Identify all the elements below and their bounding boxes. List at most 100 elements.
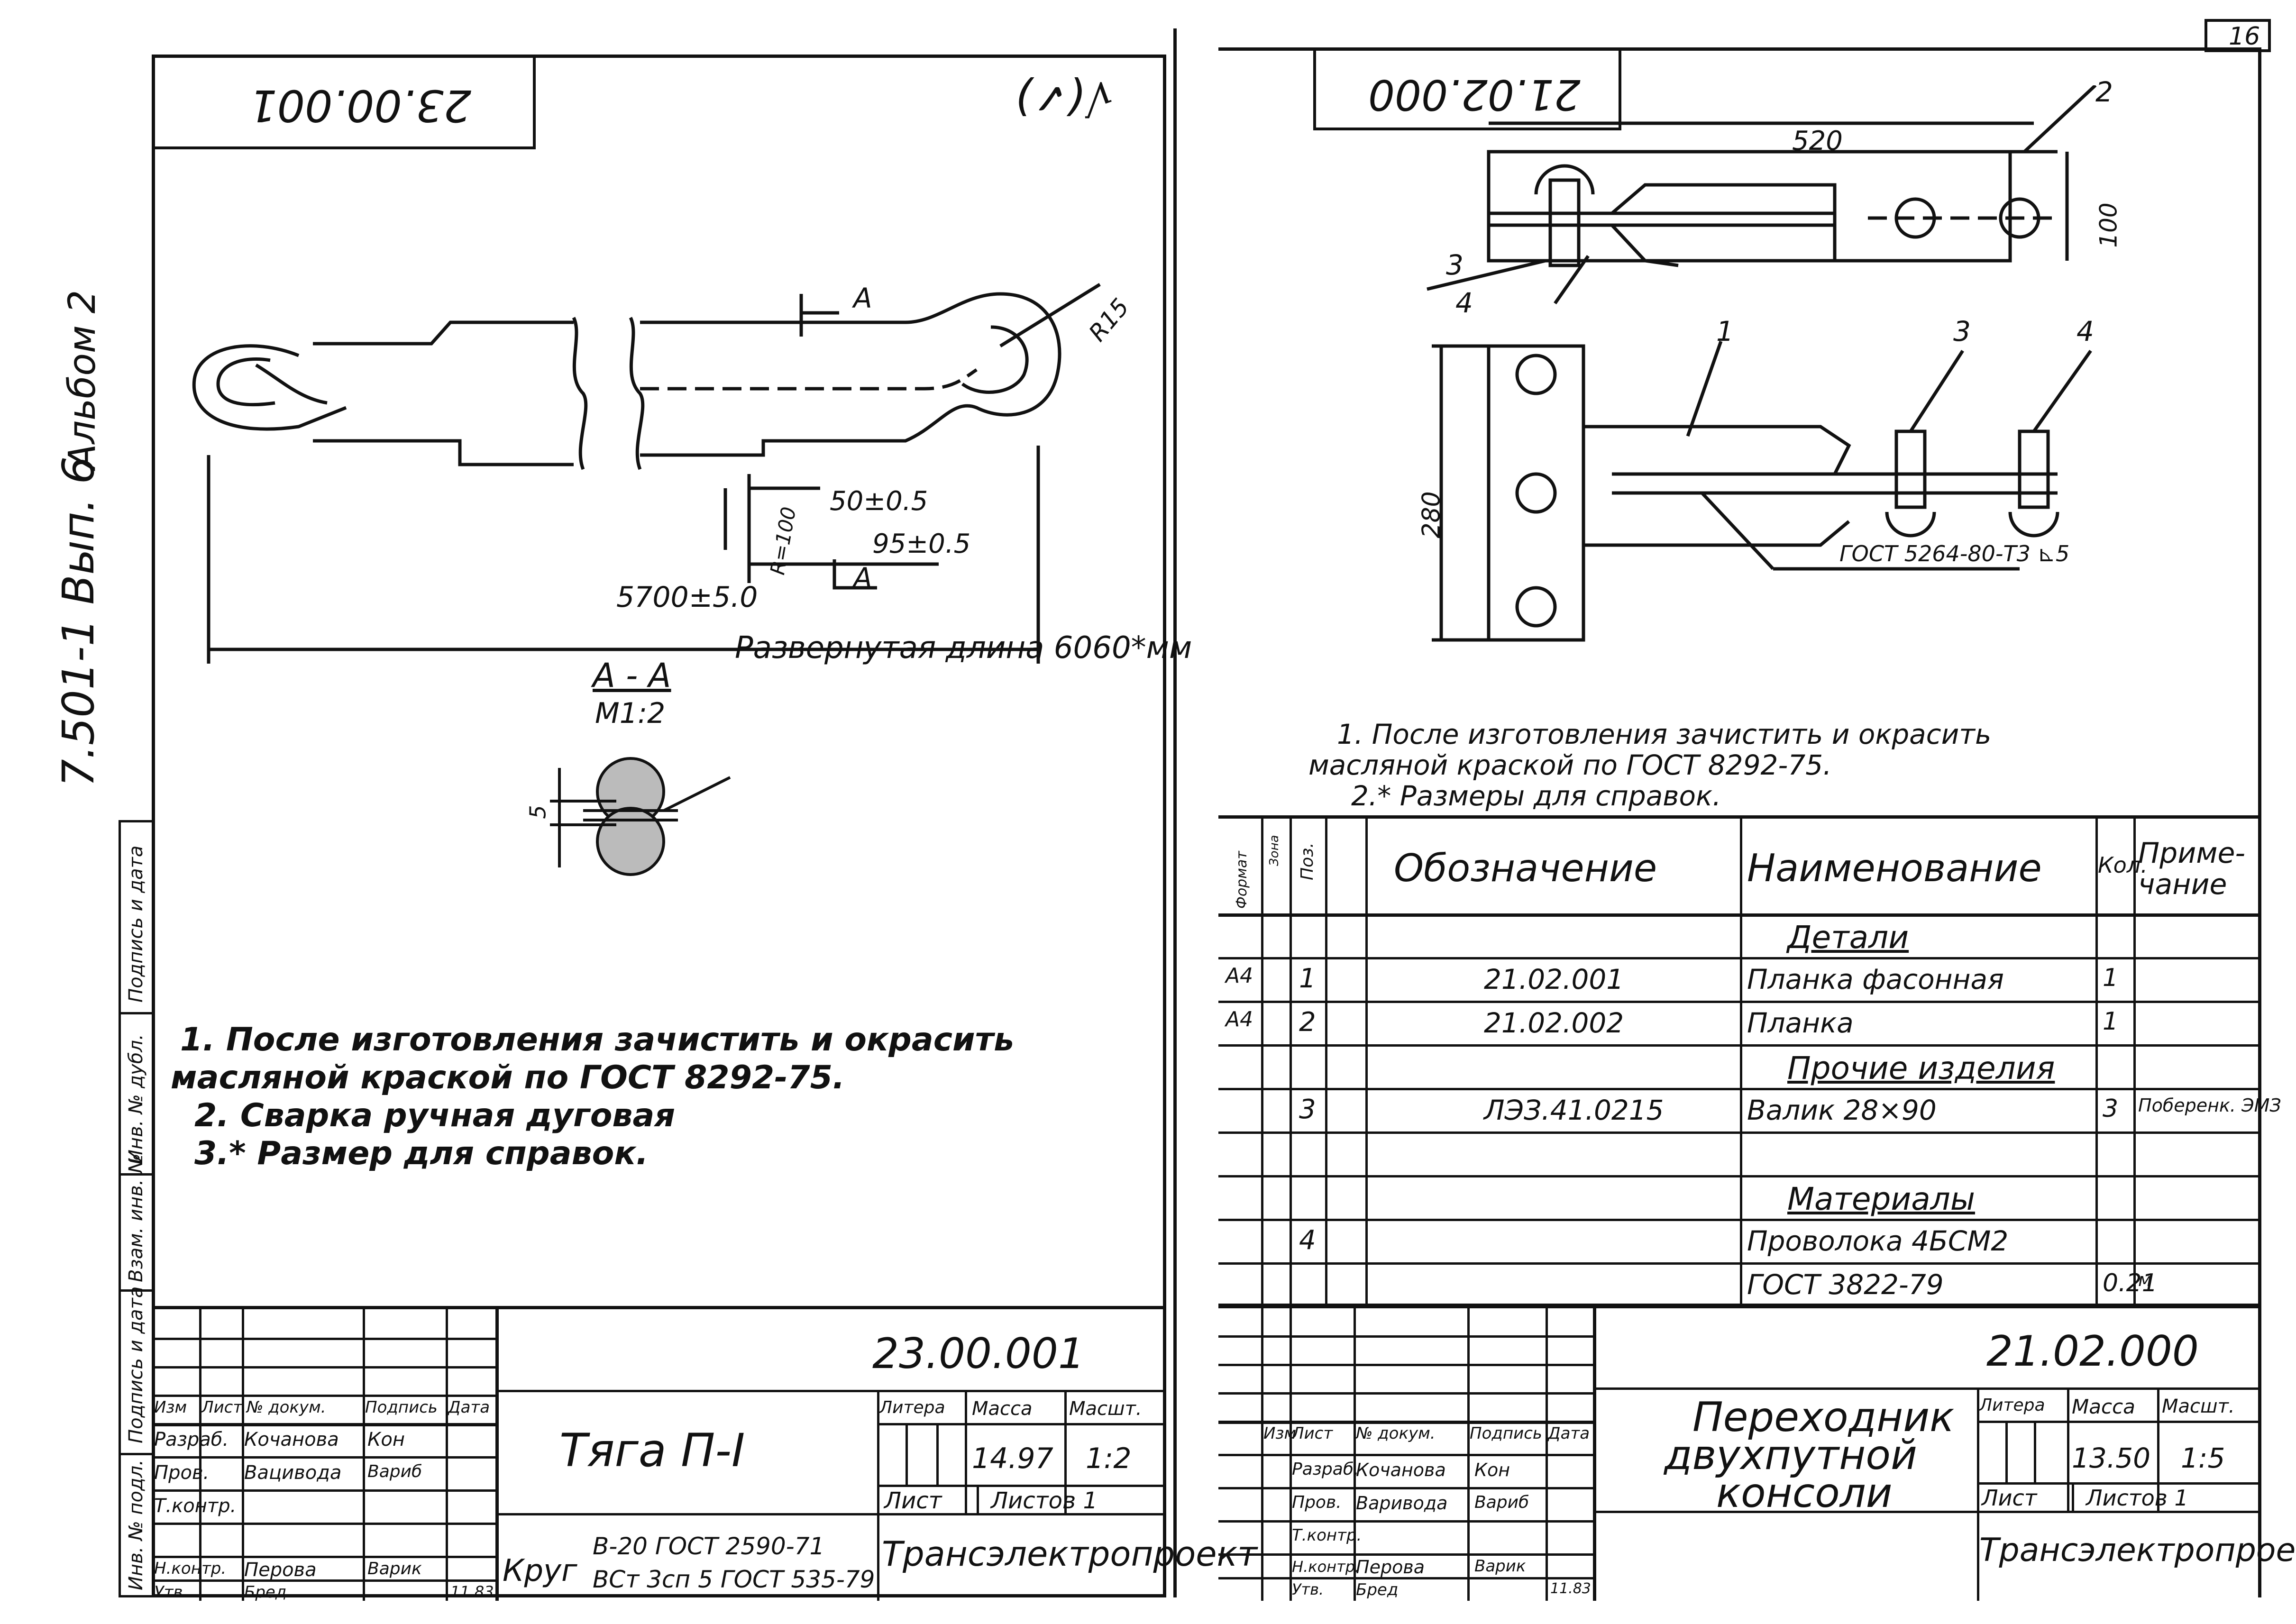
spec-h-zone: Зона bbox=[1267, 835, 1281, 866]
section-title: А - А bbox=[593, 656, 671, 695]
spec-cell-qty: 3 bbox=[2103, 1095, 2119, 1123]
spec-cell-format: А4 bbox=[1226, 964, 1253, 988]
page-number-box: 16 bbox=[2205, 19, 2271, 52]
pos-label-3b: 3 bbox=[1953, 315, 1971, 347]
spec-table: Формат Зона Поз. Обозначение Наименовани… bbox=[1218, 815, 2281, 1308]
section-dim: 5 bbox=[525, 805, 551, 819]
spec-cell-pos: 1 bbox=[1299, 963, 1316, 994]
spec-cell-name: Планка bbox=[1747, 1007, 1854, 1039]
right-tb-h-sign: Подпись bbox=[1470, 1424, 1542, 1443]
right-tb-h-list: Лист bbox=[1292, 1424, 1333, 1443]
left-tb-h-izm: Изм bbox=[154, 1398, 187, 1417]
right-corner-box: 21.02.000 bbox=[1313, 47, 1621, 130]
side-stamp-3: Взам. инв. № bbox=[125, 1153, 147, 1282]
left-part-name: Тяга П-I bbox=[559, 1424, 745, 1477]
left-mass-label: Масса bbox=[972, 1398, 1033, 1420]
left-org: Трансэлектропроект bbox=[882, 1534, 1258, 1574]
left-tb-role-5: Утв. bbox=[154, 1583, 188, 1602]
dim-95: 95±0.5 bbox=[872, 529, 971, 559]
pos-label-2: 2 bbox=[2095, 76, 2113, 108]
left-tb-sign-1: Кон bbox=[367, 1429, 405, 1451]
right-tb-h-date: Дата bbox=[1548, 1424, 1590, 1443]
spec-cell-name: Детали bbox=[1787, 919, 1909, 956]
page-number: 16 bbox=[2229, 22, 2260, 51]
pos-label-4b: 4 bbox=[2076, 315, 2094, 347]
pos-label-1: 1 bbox=[1716, 315, 1734, 347]
dim-280: 280 bbox=[1417, 491, 1446, 538]
spec-row-line bbox=[1218, 1088, 2261, 1090]
left-tb-role-4: Н.контр. bbox=[154, 1559, 227, 1578]
right-title-block: Изм Лист № докум. Подпись Дата Разраб. К… bbox=[1218, 1304, 2296, 1601]
left-tb-h-ndoc: № докум. bbox=[247, 1398, 326, 1417]
spec-row-line bbox=[1218, 1044, 2261, 1047]
developed-length: Развернутая длина 6060*мм bbox=[735, 630, 1192, 666]
pos-label-3a: 3 bbox=[1446, 249, 1464, 281]
left-corner-number: 23.00.001 bbox=[249, 80, 472, 131]
spec-cell-format: А4 bbox=[1226, 1007, 1253, 1031]
right-scale-label: Масшт. bbox=[2162, 1396, 2235, 1417]
spec-cell-note: Поберенк. ЭМЗ bbox=[2138, 1095, 2281, 1116]
left-tb-sign-2: Вариб bbox=[367, 1462, 422, 1481]
spec-cell-pos: 4 bbox=[1299, 1225, 1316, 1256]
spec-row-line bbox=[1218, 1306, 2261, 1308]
right-note-3: 2.* Размеры для справок. bbox=[1351, 780, 1721, 812]
left-tb-date-5: 11.83 bbox=[450, 1583, 494, 1601]
left-note-4: 3.* Размер для справок. bbox=[194, 1135, 649, 1172]
spec-h-note: Приме-чание bbox=[2138, 837, 2246, 901]
left-sheet-label: Лист bbox=[884, 1487, 942, 1514]
right-tb-sign-1: Кон bbox=[1474, 1460, 1510, 1480]
left-litera-label: Литера bbox=[879, 1398, 945, 1417]
dim-5700: 5700±5.0 bbox=[616, 581, 758, 614]
left-tb-name-4: Перова bbox=[244, 1559, 317, 1581]
left-tb-name-5: Бред bbox=[244, 1583, 287, 1602]
spec-cell-name: ГОСТ 3822-79 bbox=[1747, 1268, 1944, 1301]
left-sheets-label: Листов 1 bbox=[991, 1487, 1098, 1514]
right-name-2: двухпутной bbox=[1664, 1432, 1917, 1479]
left-tb-name-1: Кочанова bbox=[244, 1429, 339, 1451]
spec-row-line bbox=[1218, 1262, 2261, 1265]
spec-h-qty: Кол. bbox=[2098, 852, 2148, 878]
right-tb-name-1: Кочанова bbox=[1356, 1460, 1446, 1480]
right-note-2: масляной краской по ГОСТ 8292-75. bbox=[1308, 749, 1832, 781]
spec-cell-qty: 1 bbox=[2103, 1007, 2119, 1036]
right-note-1: 1. После изготовления зачистить и окраси… bbox=[1337, 718, 1992, 750]
spec-cell-name: Прочие изделия bbox=[1787, 1050, 2055, 1086]
spec-h-designation: Обозначение bbox=[1394, 846, 1657, 890]
right-tb-role-2: Пров. bbox=[1292, 1493, 1342, 1512]
left-material-2a: В-20 ГОСТ 2590-71 bbox=[593, 1533, 825, 1560]
roughness-mark: √(✓) bbox=[1015, 73, 1113, 123]
spec-row-line bbox=[1218, 957, 2261, 959]
series-label-text: 7.501-1 Вып. 6 bbox=[53, 456, 104, 787]
right-tb-h-izm: Изм bbox=[1263, 1424, 1297, 1443]
spec-cell-designation: 21.02.001 bbox=[1484, 963, 1624, 995]
left-scale-label: Масшт. bbox=[1069, 1398, 1142, 1420]
right-tb-name-4: Перова bbox=[1356, 1557, 1425, 1578]
pos-label-4a: 4 bbox=[1455, 287, 1473, 319]
right-tb-date-5: 11.83 bbox=[1550, 1580, 1591, 1597]
right-tb-sign-2: Вариб bbox=[1474, 1493, 1529, 1512]
spec-cell-pos: 3 bbox=[1299, 1094, 1316, 1125]
section-drawing bbox=[550, 757, 731, 876]
right-litera-label: Литера bbox=[1979, 1396, 2045, 1415]
left-tb-h-date: Дата bbox=[448, 1398, 490, 1417]
spec-cell-designation: 21.02.002 bbox=[1484, 1007, 1624, 1039]
left-tb-name-2: Вацивода bbox=[244, 1462, 342, 1484]
left-mass: 14.97 bbox=[972, 1442, 1053, 1475]
left-tb-h-list: Лист bbox=[201, 1398, 243, 1417]
spec-h-pos: Поз. bbox=[1298, 842, 1317, 880]
right-tb-role-1: Разраб. bbox=[1292, 1460, 1359, 1479]
right-scale: 1:5 bbox=[2181, 1442, 2225, 1474]
right-sheet-frame bbox=[1218, 47, 2261, 1597]
section-scale: М1:2 bbox=[595, 697, 666, 730]
left-corner-box: 23.00.001 bbox=[152, 55, 536, 149]
right-org: Трансэлектропроект bbox=[1979, 1532, 2296, 1569]
right-mass-label: Масса bbox=[2072, 1395, 2135, 1418]
spec-cell-name: Валик 28×90 bbox=[1747, 1094, 1937, 1126]
side-stamp-4: Подпись и дата bbox=[125, 1286, 147, 1443]
right-tb-h-ndoc: № докум. bbox=[1356, 1424, 1436, 1443]
left-sheet-frame bbox=[152, 55, 1166, 1597]
center-divider bbox=[1173, 28, 1177, 1597]
right-sheet-label: Лист bbox=[1982, 1485, 2037, 1511]
adapter-drawing bbox=[1427, 85, 2097, 642]
right-tb-name-2: Варивода bbox=[1356, 1493, 1448, 1514]
